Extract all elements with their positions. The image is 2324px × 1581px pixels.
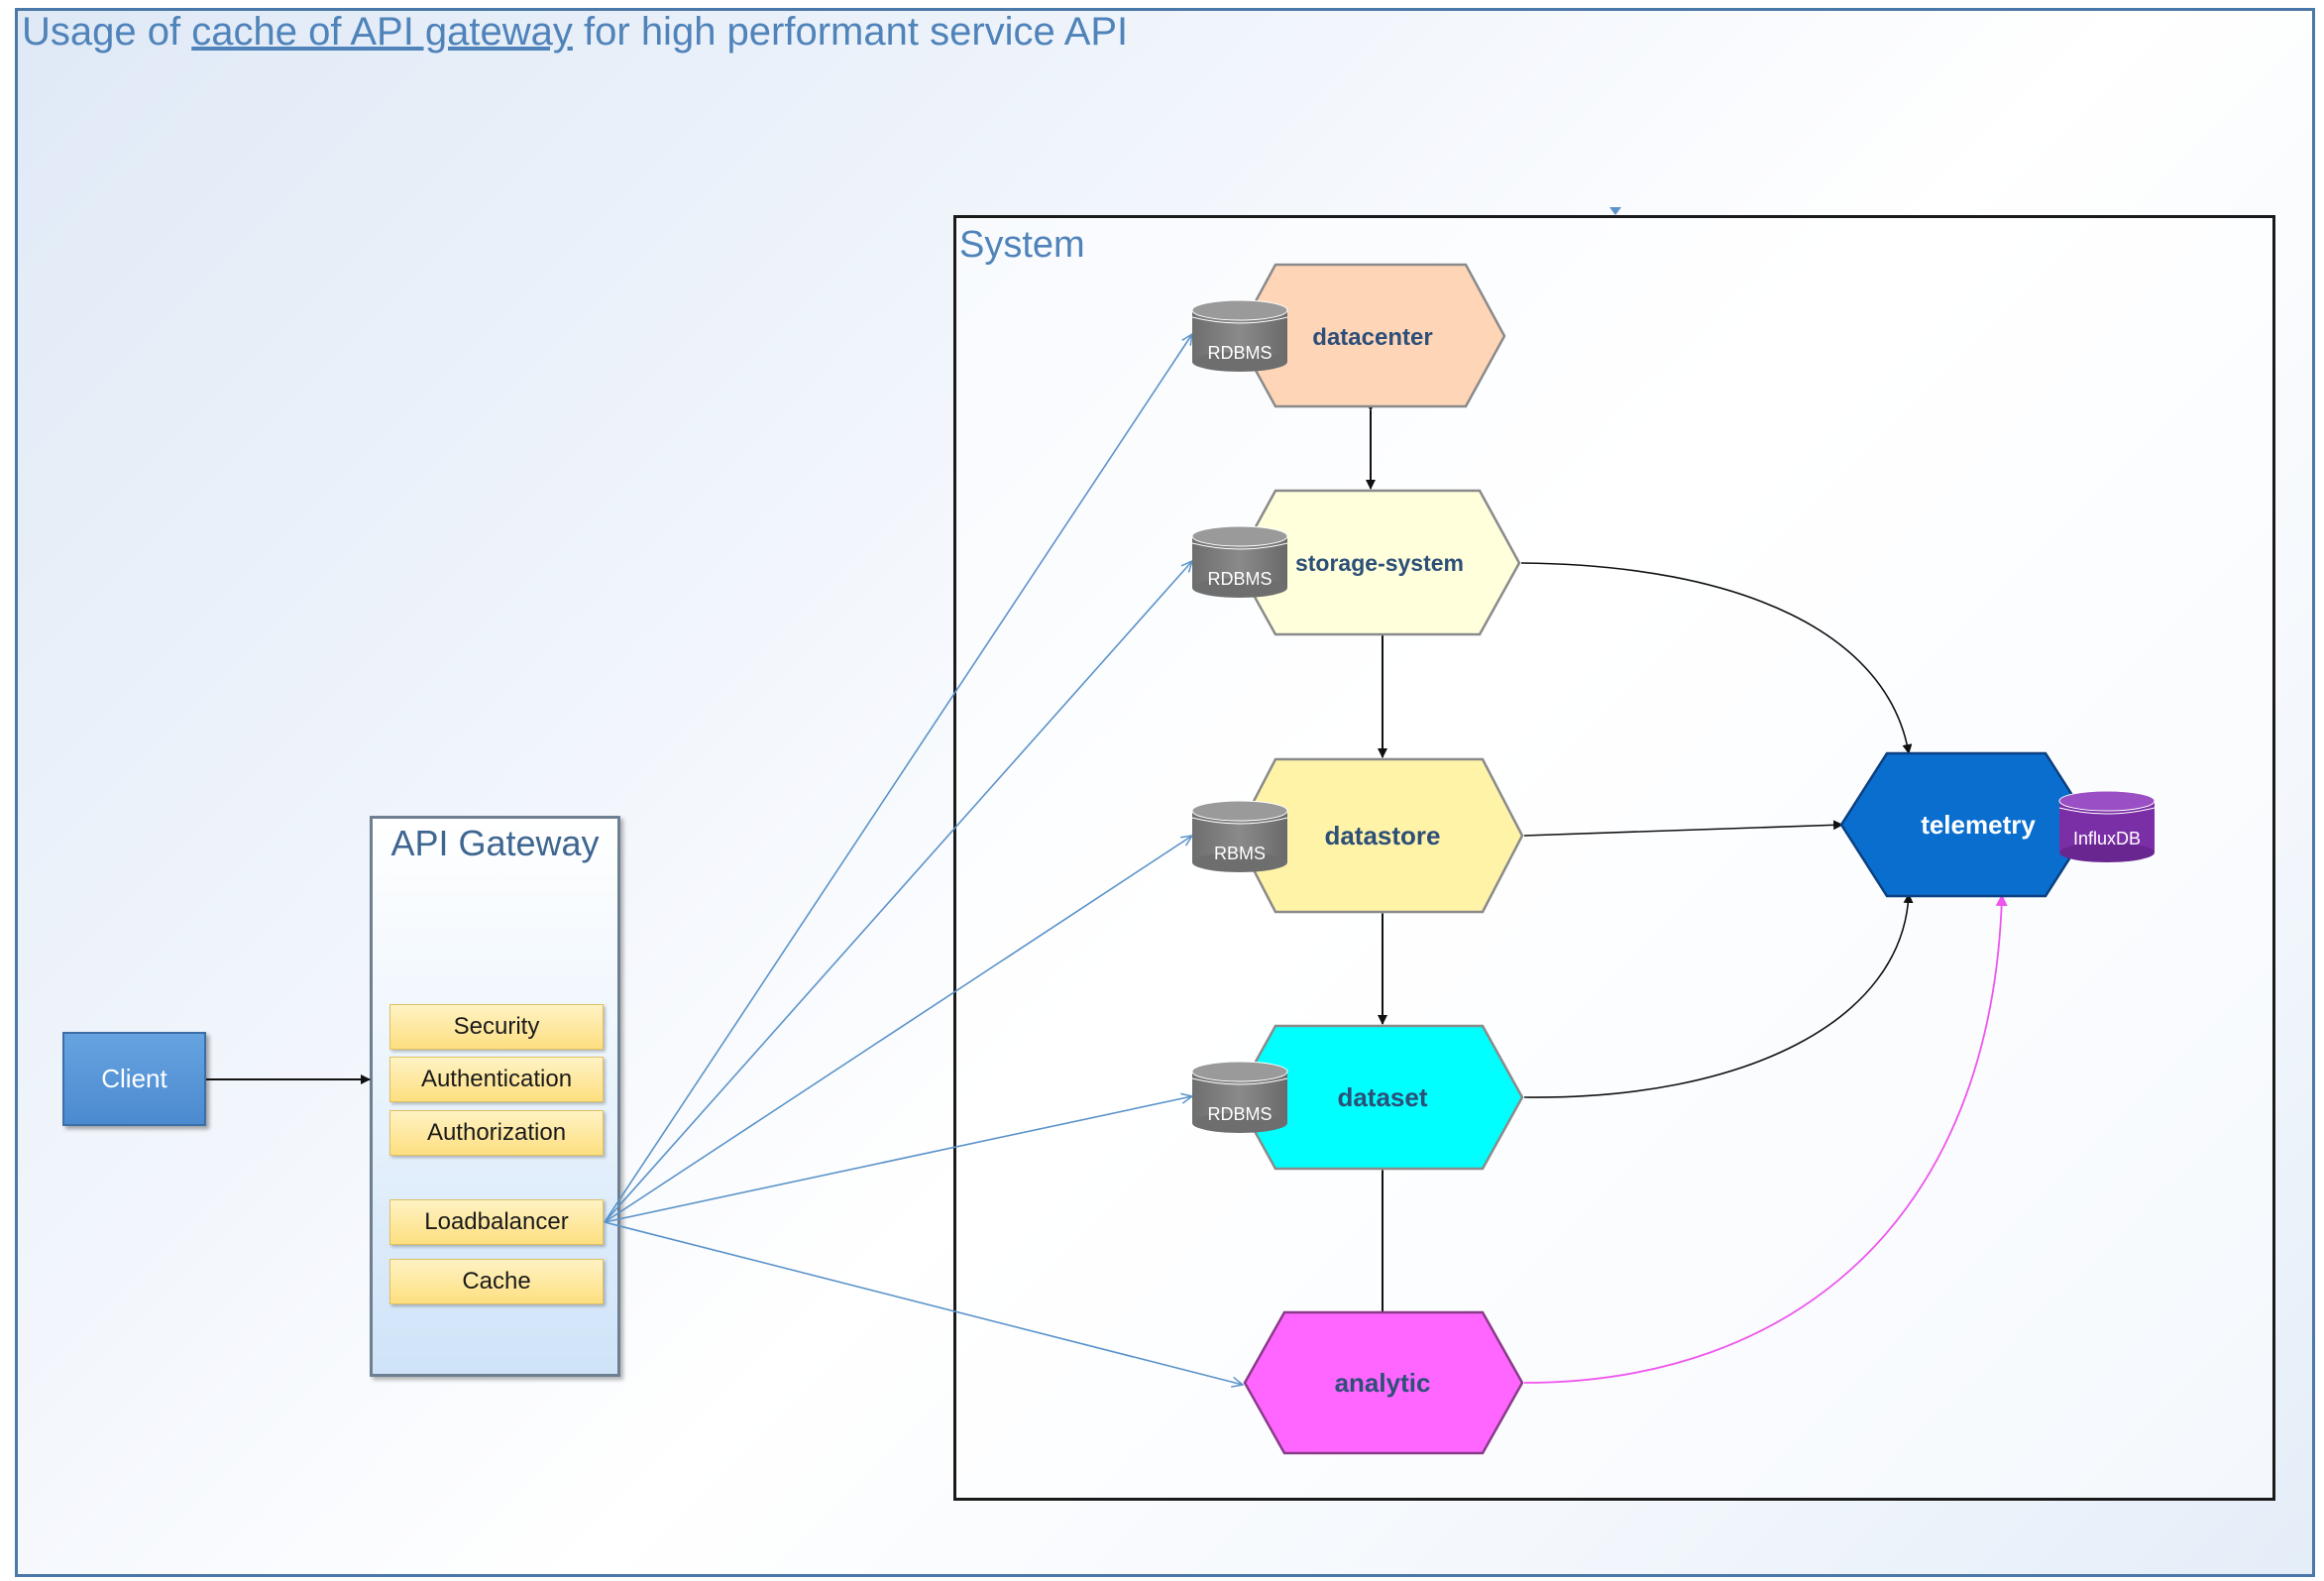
edge-datastore-telemetry — [1523, 820, 1843, 837]
datacenter-db-label: RDBMS — [1207, 343, 1272, 363]
service-analytic[interactable]: analytic — [1243, 1310, 1524, 1455]
datastore-db-ring — [1191, 817, 1288, 825]
dataset-rdbms-db[interactable]: RDBMS — [1191, 1061, 1288, 1133]
client-node[interactable]: Client — [62, 1032, 206, 1126]
edge-dataset-telemetry — [1523, 893, 1914, 1098]
telemetry-db-bottom — [2059, 843, 2155, 862]
edge-gateway-datastore — [604, 836, 1192, 1223]
telemetry-influxdb-db[interactable]: InfluxDB — [2058, 790, 2156, 862]
service-telemetry[interactable]: telemetry — [1839, 751, 2093, 898]
system-anchor-marker — [1609, 207, 1621, 215]
storage-system-db-bottom — [1192, 578, 1287, 598]
dataset-db-top — [1191, 1061, 1288, 1082]
client-label: Client — [101, 1064, 167, 1093]
gateway-component-cache[interactable]: Cache — [389, 1259, 604, 1304]
datacenter-db-top — [1191, 299, 1288, 321]
dataset-db-bottom — [1192, 1113, 1287, 1133]
title-link[interactable]: cache of API gateway — [191, 10, 573, 54]
storage-system-label: storage-system — [1295, 550, 1464, 576]
telemetry-hex — [1839, 751, 2093, 898]
datacenter-rdbms-db[interactable]: RDBMS — [1191, 299, 1288, 372]
gateway-component-security[interactable]: Security — [389, 1004, 604, 1050]
datacenter-db-ring — [1191, 316, 1288, 324]
telemetry-db-top — [2058, 790, 2156, 812]
datastore-db-label: RBMS — [1214, 844, 1266, 863]
datastore-db-bottom — [1192, 852, 1287, 872]
dataset-label: dataset — [1337, 1082, 1427, 1112]
datacenter-db-bottom — [1192, 352, 1287, 372]
dataset-db-ring — [1191, 1077, 1288, 1085]
storage-system-db-ring — [1191, 542, 1288, 550]
edge-storage-system-telemetry — [1520, 562, 1913, 754]
telemetry-db-ring — [2058, 807, 2156, 815]
datastore-db-top — [1191, 800, 1288, 822]
analytic-label: analytic — [1335, 1368, 1431, 1398]
system-label: System — [959, 224, 1085, 266]
gateway-component-loadbalancer[interactable]: Loadbalancer — [389, 1199, 604, 1245]
service-datacenter[interactable]: datacenter — [1235, 263, 1506, 408]
page-title: Usage of cache of API gateway for high p… — [22, 10, 1128, 55]
storage-system-rdbms-db[interactable]: RDBMS — [1191, 525, 1288, 598]
storage-system-db-label: RDBMS — [1207, 569, 1272, 589]
edge-gateway-analytic — [604, 1221, 1243, 1385]
datastore-rbms-db[interactable]: RBMS — [1191, 800, 1288, 872]
service-storage-system[interactable]: storage-system — [1234, 489, 1521, 636]
api-gateway-title: API Gateway — [390, 823, 600, 863]
edge-analytic-telemetry — [1523, 894, 2008, 1384]
analytic-hex — [1243, 1310, 1524, 1455]
datastore-label: datastore — [1324, 821, 1440, 850]
telemetry-label: telemetry — [1921, 810, 2036, 840]
storage-system-db-top — [1191, 525, 1288, 547]
edge-gateway-dataset — [604, 1096, 1192, 1223]
edge-gateway-datacenter — [604, 334, 1192, 1223]
edge-gateway-storage-system — [604, 561, 1192, 1223]
dataset-db-label: RDBMS — [1207, 1104, 1272, 1124]
telemetry-db-label: InfluxDB — [2073, 829, 2141, 848]
gateway-component-authentication[interactable]: Authentication — [389, 1057, 604, 1102]
title-prefix: Usage of — [22, 10, 192, 54]
service-datastore[interactable]: datastore — [1234, 757, 1524, 914]
datacenter-label: datacenter — [1312, 324, 1432, 351]
gateway-component-authorization[interactable]: Authorization — [389, 1110, 604, 1156]
title-suffix: for high performant service API — [572, 10, 1129, 54]
